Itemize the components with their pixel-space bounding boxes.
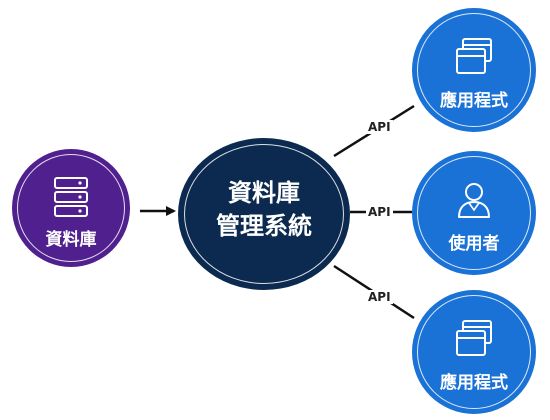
user-node: 使用者 [412, 151, 536, 275]
window-stack-icon [456, 38, 492, 74]
database-node-label: 資料庫 [45, 230, 97, 250]
server-stack-icon [54, 177, 88, 217]
user-node-label: 使用者 [448, 234, 500, 254]
user-icon [458, 183, 490, 218]
application-node-bottom-label: 應用程式 [440, 373, 508, 393]
window-stack-icon [456, 320, 492, 356]
api-label-top: API [366, 120, 393, 134]
application-node-top: 應用程式 [412, 8, 536, 132]
application-node-bottom: 應用程式 [412, 290, 536, 414]
database-node: 資料庫 [12, 149, 130, 267]
dbms-node: 資料庫 管理系統 [178, 138, 350, 290]
dbms-title-line1: 資料庫 [228, 179, 300, 207]
application-node-top-label: 應用程式 [440, 91, 508, 111]
dbms-title-line2: 管理系統 [216, 212, 312, 240]
api-label-middle: API [366, 205, 393, 219]
api-label-bottom: API [366, 290, 393, 304]
